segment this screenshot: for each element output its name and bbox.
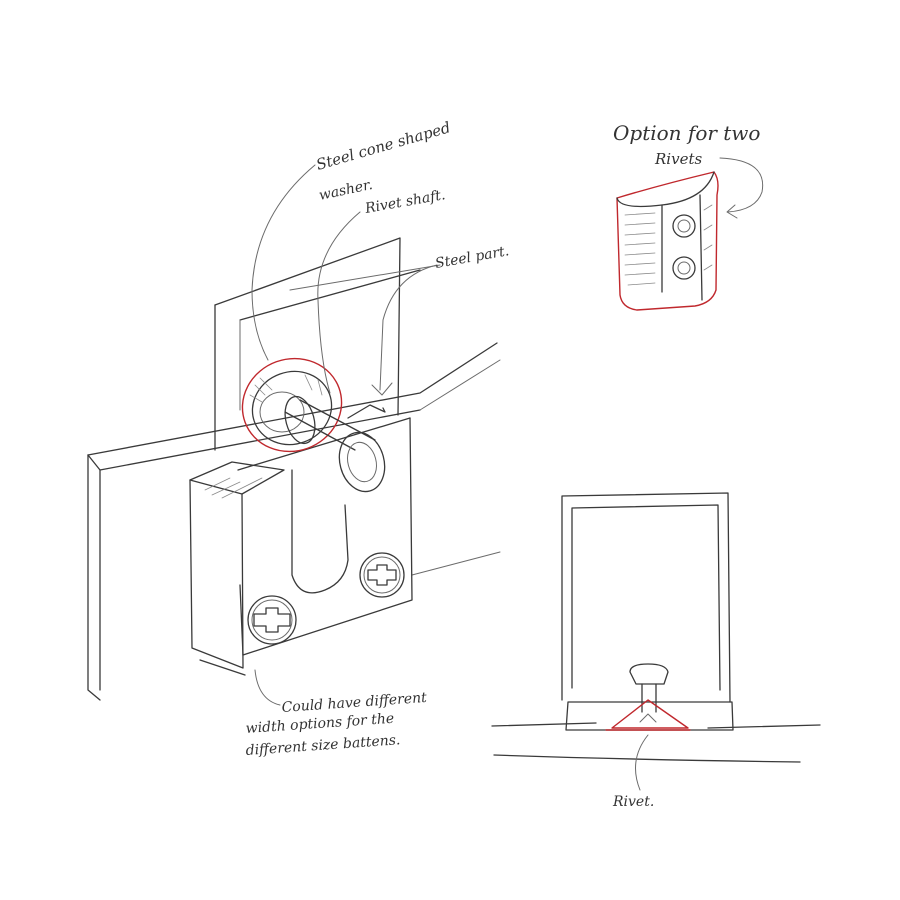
annotations: Steel cone shaped washer. Rivet shaft. S… xyxy=(245,118,760,810)
note-widths-line2: width options for the xyxy=(245,711,395,737)
two-rivet-option-drawing xyxy=(616,157,764,311)
note-widths-line3: different size battens. xyxy=(245,732,401,759)
note-option-line1: Option for two xyxy=(613,121,760,145)
note-widths-line1: Could have different xyxy=(281,690,427,716)
note-steel-part: Steel part. xyxy=(434,243,510,272)
note-rivet-shaft: Rivet shaft. xyxy=(363,187,447,217)
main-bracket-drawing xyxy=(87,237,501,701)
note-rivet: Rivet. xyxy=(612,794,654,810)
front-view-drawing xyxy=(491,492,821,791)
leader-lines xyxy=(251,164,438,706)
note-option-line2: Rivets xyxy=(654,150,702,168)
note-washer-line1: Steel cone shaped xyxy=(314,118,452,174)
note-washer-line2: washer. xyxy=(318,177,375,204)
